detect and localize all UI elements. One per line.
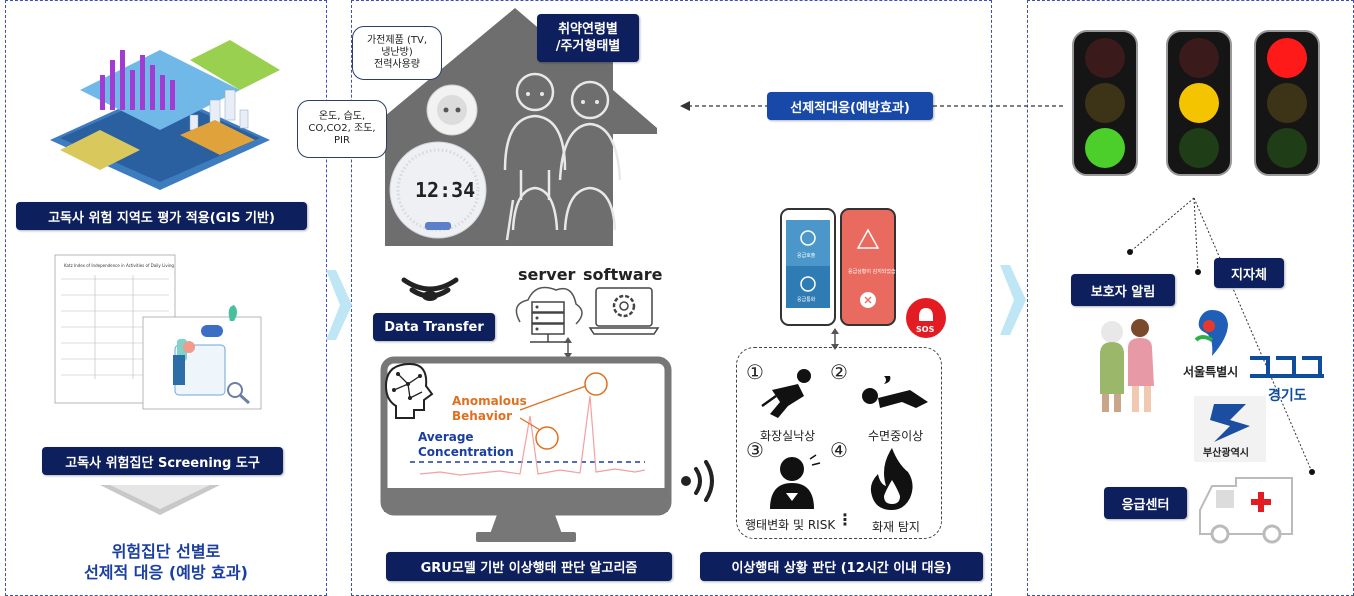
phone-emergency-call: 응급호출 [797,253,816,259]
average-label-line2: Concentration [418,445,514,459]
busan-label: 부산광역시 [1203,448,1249,459]
average-label-line1: Average [418,430,474,444]
situation-1-label: 화장실낙상 [760,429,816,443]
sensor-line2: CO,CO2, 조도, [308,123,376,134]
sos-icon [906,298,946,338]
sensor-line1: 온도, 습도, [318,111,366,122]
seoul-logo-icon [1194,310,1228,356]
situation-2-number: ② [830,360,848,384]
gis-map-icon [50,40,280,190]
appliance-callout: 가전제품 (TV, 냉난방) 전력사용량 [352,26,442,80]
gyeonggi-label: 경기도 [1268,388,1307,404]
elderly-couple-icon [503,72,622,241]
screening-document-icon [54,254,262,410]
stress-icon [770,454,821,509]
chevron-right-icon [1000,265,1026,335]
phone-emergency-dial: 응급통화 [797,297,816,303]
traffic-light-icon [1254,30,1320,176]
wifi-icon [401,277,459,301]
down-arrow-icon [100,485,220,515]
sos-label: SOS [916,325,935,334]
connector-lines [1127,197,1315,475]
software-label: software [583,265,663,284]
chevron-right-icon [326,270,352,340]
smartphone-icon [780,208,836,326]
screening-doc-title: Katz Index of Independence in Activities… [64,263,174,268]
bidirectional-arrow-icon [564,337,572,359]
situation-judgment-label: 이상행태 상황 판단 (12시간 이내 대응) [700,552,983,581]
emergency-center-label: 응급센터 [1104,487,1187,519]
result-text-line2: 선제적 대응 (예방 효과) [84,563,248,582]
wireless-signal-icon [681,460,714,502]
data-transfer-label: Data Transfer [373,313,495,341]
seoul-label: 서울특별시 [1183,365,1239,379]
house-title-badge: 취약연령별 /주거형태별 [537,14,639,62]
house-title-line2: /주거형태별 [555,39,621,54]
brain-circuit-icon [384,362,434,419]
sensor-line3: PIR [334,135,350,146]
anomalous-label-line1: Anomalous [452,394,527,408]
local-gov-label: 지자체 [1214,258,1284,288]
clock-time: 12:34 [415,178,476,202]
fire-icon [870,448,913,510]
phone-alert-text: 응급상황이 감지되었습니다 [848,269,905,275]
outlet-icon [426,84,478,136]
alert-phone-icon [840,208,896,326]
busan-logo-icon [1194,396,1266,462]
sensor-callout: 온도, 습도, CO,CO2, 조도, PIR [297,100,387,158]
situation-3-label: 행태변화 및 RISK [745,518,836,532]
feedback-arrow [680,101,1064,111]
sleep-icon [862,376,928,408]
ambulance-icon [1199,477,1293,544]
appliance-line1: 가전제품 (TV, [366,35,427,46]
house-title-line1: 취약연령별 [558,22,618,37]
caregiver-icon [1100,319,1154,412]
traffic-light-icon [1072,30,1138,176]
screening-tool-label: 고독사 위험집단 Screening 도구 [42,447,283,475]
guardian-alert-label: 보호자 알림 [1071,274,1175,306]
server-label: server [518,265,576,284]
anomalous-label-line2: Behavior [452,409,513,423]
gyeonggi-logo-icon [1250,356,1324,378]
situations-box [736,347,942,539]
situation-3-ellipsis: ⋮ [837,510,853,529]
server-cloud-icon [515,286,583,343]
traffic-light-icon [1166,30,1232,176]
situation-4-number: ④ [830,438,848,462]
gear-laptop-icon [588,287,660,335]
appliance-line2: 냉난방) [381,47,413,58]
fall-icon [761,369,811,418]
situation-1-number: ① [746,360,764,384]
monitor-icon [380,356,672,542]
appliance-line3: 전력사용량 [374,59,420,70]
situation-4-label: 화재 탐지 [872,520,920,534]
result-text-line1: 위험집단 선별로 [111,542,221,561]
sensor-clock-icon [389,141,487,239]
proactive-response-badge: 선제적대응(예방효과) [767,92,933,120]
gis-assessment-label: 고독사 위험 지역도 평가 적용(GIS 기반) [16,202,307,230]
situation-3-number: ③ [746,438,764,462]
gru-algorithm-label: GRU모델 기반 이상행태 판단 알고리즘 [386,552,672,581]
situation-2-label: 수면중이상 [868,429,924,443]
